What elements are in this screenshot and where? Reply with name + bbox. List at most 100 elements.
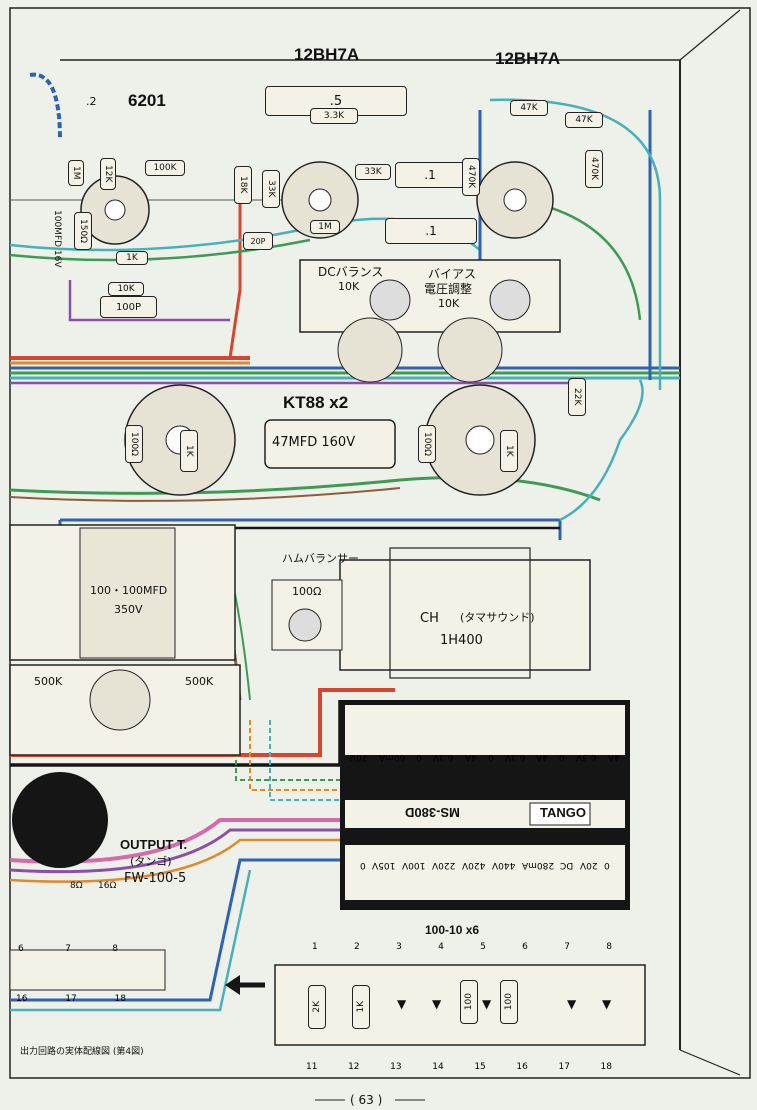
resistor-100ohm-b: 100Ω: [418, 425, 436, 463]
terminal-number: 15: [474, 1062, 486, 1072]
output-maker: (タンゴ): [130, 855, 172, 868]
resistor-150: 150Ω: [74, 212, 92, 250]
block-cap-voltage: 350V: [114, 603, 143, 616]
terminal-number: 3: [396, 942, 402, 952]
tap: 4A: [464, 752, 477, 762]
tap: 105V: [372, 860, 396, 870]
choke-body: [339, 559, 591, 671]
bias-value: 10K: [438, 297, 460, 310]
bias-label: バイアス: [428, 267, 477, 281]
tap: 0: [360, 860, 366, 870]
tap: 280mA: [521, 860, 554, 870]
tap: 4A: [608, 752, 620, 762]
resistor-33k-b: 33K: [355, 164, 391, 180]
left-terminal-bottom-numbers: 16 17 18: [16, 994, 126, 1004]
tap: 6.3V: [576, 752, 597, 762]
resistor-47k-a: 47K: [510, 100, 548, 116]
bias-pot: [489, 279, 531, 321]
dc-balance-label: DCバランス: [318, 265, 384, 279]
pot-socket-1: [337, 317, 403, 383]
transformer-model: MS-380D: [405, 805, 460, 820]
tap: 70V: [350, 752, 368, 762]
tube-socket-kt88-2: [424, 384, 536, 496]
terminal-number: 18: [114, 994, 126, 1004]
dc-balance-value: 10K: [338, 280, 360, 293]
tube-label-kt88: KT88 x2: [283, 393, 349, 412]
choke-maker: (タマサウンド): [460, 611, 535, 624]
diode-icon: ▼: [432, 997, 442, 1011]
terminal-number: 17: [65, 994, 77, 1004]
output-socket: [89, 669, 151, 731]
tap: 4A: [536, 752, 549, 762]
page-number-value: 63: [358, 1093, 374, 1107]
tap: DC: [560, 860, 574, 870]
page-number: ( 63 ): [350, 1093, 383, 1107]
terminal-number: 12: [348, 1062, 360, 1072]
hum-balancer-value: 100Ω: [292, 585, 322, 598]
tap: 0: [416, 752, 423, 762]
diode-icon: ▼: [397, 997, 407, 1011]
cap-47mfd-label: 47MFD 160V: [272, 435, 356, 450]
tube-socket-12bh7a-2: [476, 161, 554, 239]
terminal-number: 8: [606, 942, 612, 952]
cap-100p: 100P: [100, 296, 157, 318]
left-terminal-top-numbers: 6 7 8: [18, 944, 118, 954]
pot-socket-2: [437, 317, 503, 383]
choke-model: 1H400: [440, 633, 483, 648]
terminal-number: 17: [558, 1062, 570, 1072]
cap-mid1: .1: [395, 162, 465, 188]
resistor-1m: 1M: [68, 160, 84, 186]
resistor-1m-b: 1M: [310, 220, 340, 234]
resistor-12k: 12K: [100, 158, 116, 190]
terminal-number: 1: [312, 942, 318, 952]
resistor-3-3k: 3.3K: [310, 108, 358, 124]
tap: 0: [559, 752, 566, 762]
output-title: OUTPUT T.: [120, 837, 188, 852]
left-terminal-strip: [9, 949, 166, 991]
bias-label-2: 電圧調整: [424, 282, 473, 296]
tube-socket-12bh7a-1: [281, 161, 359, 239]
terminal-number: 16: [516, 1062, 528, 1072]
terminal-number: 7: [564, 942, 570, 952]
terminal-number: 6: [522, 942, 528, 952]
terminal-number: 6: [18, 944, 24, 954]
resistor-1k-a: 1K: [116, 251, 148, 265]
output-tap-8: 8Ω: [70, 881, 83, 891]
diode-board-res-2k: 2K: [308, 985, 326, 1029]
diode-board-bottom-terminals: 11 12 13 14 15 16 17 18: [306, 1062, 612, 1072]
tap: 0: [604, 860, 610, 870]
diode-icon: ▼: [482, 997, 492, 1011]
tap: 440V: [491, 860, 516, 870]
terminal-number: 5: [480, 942, 486, 952]
transformer-bottom-taps: 0 105V 100V 220V 420V 440V 280mA DC 20V …: [360, 860, 610, 870]
diode-icon: ▼: [602, 997, 612, 1011]
resistor-10k-a: 10K: [108, 282, 144, 296]
cap-47mfd: [264, 419, 396, 469]
cap-100mfd-16v: 100MFD 16V: [52, 210, 62, 268]
resistor-1k-c: 1K: [500, 430, 518, 472]
block-cap: [79, 527, 176, 659]
diode-board-title: 100-10 x6: [425, 923, 480, 937]
tube-socket-6201: [80, 175, 150, 245]
dc-balance-pot: [369, 279, 411, 321]
tap: 0: [487, 752, 494, 762]
terminal-number: 11: [306, 1062, 318, 1072]
terminal-number: 2: [354, 942, 360, 952]
terminal-number: 7: [65, 944, 71, 954]
hum-balancer-pot: [288, 608, 322, 642]
tube-label-12bh7a-2: 12BH7A: [495, 49, 561, 68]
transformer-brand: TANGO: [540, 805, 586, 820]
cap-20p: 20P: [243, 232, 273, 250]
tap: 220V: [432, 860, 456, 870]
resistor-1k-b: 1K: [180, 430, 198, 472]
transformer-top-taps: 70V 60mA 0 6.3V 4A 0 6.3V 4A 0 6.3V 4A: [350, 752, 620, 762]
terminal-number: 13: [390, 1062, 402, 1072]
tube-label-6201: 6201: [128, 91, 166, 110]
tap: 6.3V: [433, 752, 454, 762]
resistor-470k-a: 470K: [462, 158, 480, 196]
tap: 6.3V: [504, 752, 526, 762]
diode-board-res-100-b: 100: [500, 980, 518, 1024]
terminal-number: 18: [600, 1062, 612, 1072]
resistor-18k: 18K: [234, 166, 252, 204]
